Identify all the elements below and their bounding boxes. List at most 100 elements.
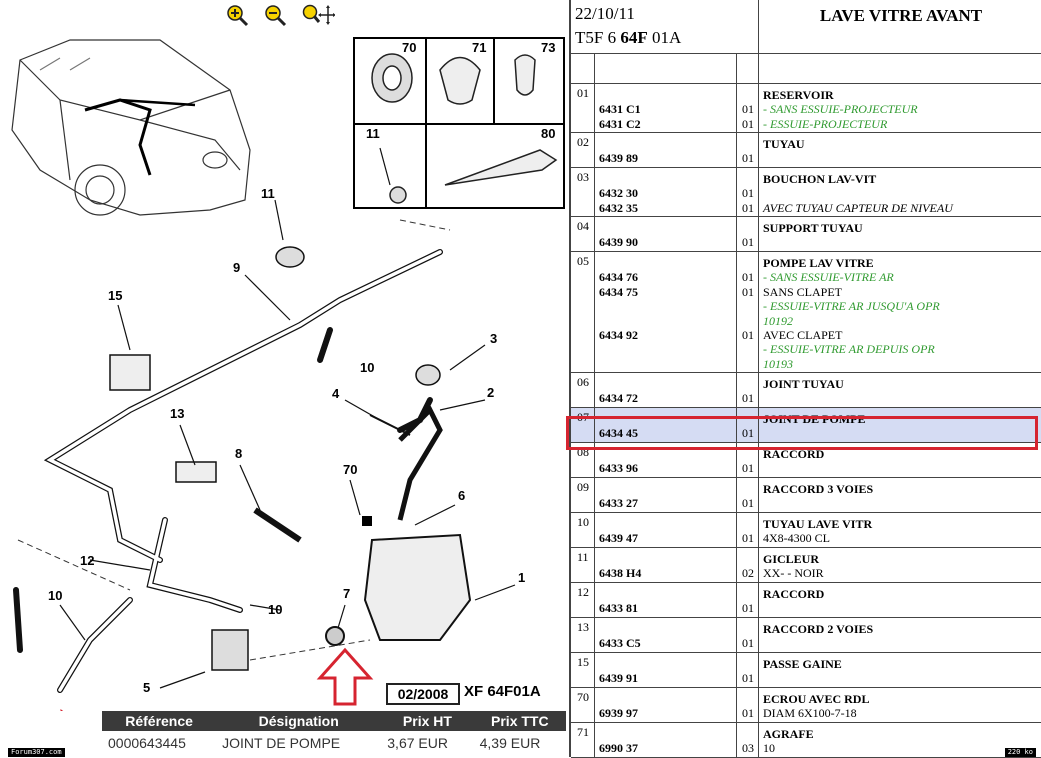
footer-site: Forum307.com bbox=[8, 748, 65, 757]
zoom-in-icon[interactable] bbox=[225, 3, 249, 27]
parts-diagram: 70 71 73 11 80 11 9 15 10 3 2 4 13 8 70 … bbox=[11, 37, 565, 711]
callout: 10 bbox=[360, 360, 374, 375]
callout: 5 bbox=[143, 680, 150, 695]
part-number: 15 bbox=[577, 655, 589, 669]
callout: 9 bbox=[233, 260, 240, 275]
part-quantity: 01 bbox=[742, 426, 754, 441]
result-table: Référence Désignation Prix HT Prix TTC 0… bbox=[102, 711, 566, 755]
sheet-header: 22/10/11 T5F 6 64F 01A LAVE VITRE AVANT bbox=[571, 0, 1041, 54]
part-description: AGRAFE bbox=[763, 727, 814, 741]
part-reference: 6434 76 bbox=[599, 270, 638, 285]
part-reference: 6439 90 bbox=[599, 235, 638, 250]
part-description: SUPPORT TUYAU bbox=[763, 221, 863, 235]
cell-reference: 0000643445 bbox=[102, 731, 217, 755]
zoom-out-icon[interactable] bbox=[263, 3, 287, 27]
table-row[interactable]: 0000643445 JOINT DE POMPE 3,67 EUR 4,39 … bbox=[102, 731, 566, 755]
part-reference: 6431 C1 bbox=[599, 102, 641, 117]
part-quantity: 01 bbox=[742, 328, 754, 342]
cell-designation: JOINT DE POMPE bbox=[216, 731, 382, 755]
part-quantity: 01 bbox=[742, 270, 754, 285]
part-number: 01 bbox=[577, 86, 589, 100]
part-description: AVEC TUYAU CAPTEUR DE NIVEAU bbox=[763, 200, 953, 215]
part-description: 4X8-4300 CL bbox=[763, 531, 830, 546]
callout: 80 bbox=[541, 126, 555, 141]
part-description: - SANS ESSUIE-PROJECTEUR bbox=[763, 102, 918, 117]
part-reference: 6431 C2 bbox=[599, 116, 641, 131]
callout: 73 bbox=[541, 40, 555, 55]
part-number: 02 bbox=[577, 135, 589, 149]
part-description: 10192 bbox=[763, 313, 793, 328]
part-description: JOINT TUYAU bbox=[763, 377, 844, 391]
date-stamp: 02/2008 bbox=[386, 683, 460, 705]
sheet-date: 22/10/11 bbox=[575, 4, 635, 23]
part-group-06[interactable]: 06 JOINT TUYAU 6434 72 01 bbox=[571, 373, 1041, 408]
part-number: 05 bbox=[577, 254, 589, 268]
callout: 11 bbox=[261, 186, 275, 201]
part-number: 13 bbox=[577, 620, 589, 634]
callout: 6 bbox=[458, 488, 465, 503]
part-reference: 6990 37 bbox=[599, 741, 638, 756]
callout: 8 bbox=[235, 446, 242, 461]
part-quantity: 01 bbox=[742, 151, 754, 166]
part-description: 10193 bbox=[763, 356, 793, 371]
cell-prix-ttc: 4,39 EUR bbox=[473, 731, 566, 755]
col-designation: Désignation bbox=[216, 711, 382, 731]
col-prix-ht: Prix HT bbox=[381, 711, 474, 731]
part-description: RESERVOIR bbox=[763, 88, 834, 102]
part-description: - ESSUIE-VITRE AR JUSQU'A OPR bbox=[763, 299, 940, 314]
part-quantity: 01 bbox=[742, 116, 754, 131]
part-description: - ESSUIE-PROJECTEUR bbox=[763, 116, 888, 131]
callout: 10 bbox=[48, 588, 62, 603]
callout: 15 bbox=[108, 288, 122, 303]
part-quantity: 01 bbox=[742, 391, 754, 406]
reservoir-icon bbox=[363, 533, 472, 641]
callout: 70 bbox=[402, 40, 416, 55]
part-quantity: 01 bbox=[742, 601, 754, 616]
part-description: PASSE GAINE bbox=[763, 657, 842, 671]
part-reference: 6939 97 bbox=[599, 706, 638, 721]
part-reference: 6434 75 bbox=[599, 284, 638, 299]
part-reference: 6434 72 bbox=[599, 391, 638, 406]
part-description: TUYAU LAVE VITR bbox=[763, 517, 873, 531]
part-description: RACCORD bbox=[763, 447, 825, 461]
part-description: POMPE LAV VITRE bbox=[763, 256, 874, 270]
up-arrow-icon bbox=[316, 647, 374, 706]
part-quantity: 01 bbox=[742, 200, 754, 215]
part-quantity: 01 bbox=[742, 706, 754, 721]
part-quantity: 01 bbox=[742, 186, 754, 201]
part-number: 06 bbox=[577, 375, 589, 389]
part-description: RACCORD 3 VOIES bbox=[763, 482, 874, 496]
part-group-01[interactable]: 01 RESERVOIR 6431 C1 01 - SANS ESSUIE-PROJEC… bbox=[571, 84, 1041, 133]
part-quantity: 01 bbox=[742, 461, 754, 476]
diagram-panel: 70 71 73 11 80 11 9 15 10 3 2 4 13 8 70 … bbox=[11, 3, 566, 755]
part-quantity: 01 bbox=[742, 531, 754, 546]
part-description: AVEC CLAPET bbox=[763, 328, 843, 342]
diagram-code: XF 64F01A bbox=[464, 683, 541, 700]
part-number: 10 bbox=[577, 515, 589, 529]
part-reference: 6433 96 bbox=[599, 461, 638, 476]
part-number: 71 bbox=[577, 725, 589, 739]
part-description: DIAM 6X100-7-18 bbox=[763, 706, 857, 721]
zoom-move-icon[interactable] bbox=[301, 3, 335, 27]
part-reference: 6434 92 bbox=[599, 328, 638, 342]
cell-prix-ht: 3,67 EUR bbox=[381, 731, 474, 755]
highlight-box bbox=[566, 416, 1038, 450]
part-reference: 6433 27 bbox=[599, 496, 638, 511]
car-sketch-icon bbox=[11, 39, 251, 216]
part-quantity: 01 bbox=[742, 636, 754, 651]
part-number: 12 bbox=[577, 585, 589, 599]
callout: 2 bbox=[487, 385, 494, 400]
part-description: RACCORD 2 VOIES bbox=[763, 622, 874, 636]
